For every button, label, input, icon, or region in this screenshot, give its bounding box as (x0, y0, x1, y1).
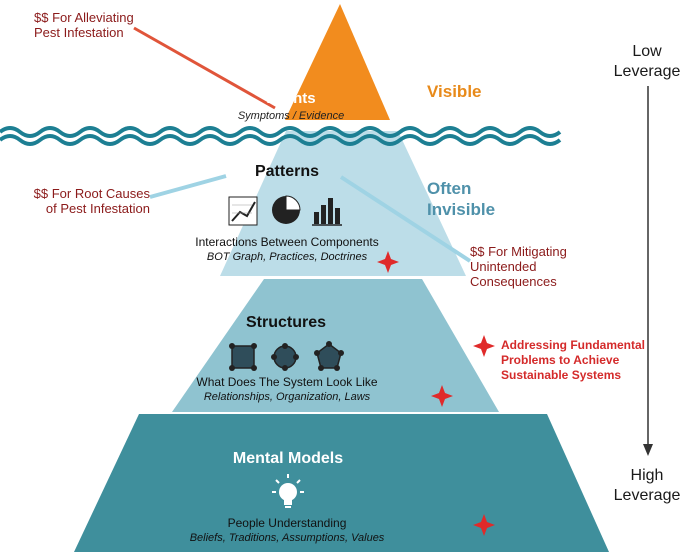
red-cross-marker-icon (377, 251, 399, 273)
structures-line1: What Does The System Look Like (196, 375, 378, 389)
low-label: Low (632, 43, 662, 60)
mental-models-line1: People Understanding (227, 516, 347, 530)
bar-chart-icon (312, 198, 342, 226)
red-cross-marker-icon (473, 514, 495, 536)
structures-line2: Relationships, Organization, Laws (203, 391, 371, 403)
visible-label: Visible (427, 82, 482, 101)
alleviating-connector (133, 26, 276, 110)
pentagon-network-icon (314, 341, 344, 371)
light-bulb-icon (272, 474, 304, 508)
patterns-title: Patterns (254, 163, 320, 180)
alleviating-annotation: $$ For Alleviating Pest Infestation (34, 10, 134, 40)
addressing-annotation: Addressing Fundamental Problems to Achie… (501, 338, 646, 382)
wave-line-top (0, 126, 562, 138)
low-leverage-label: Leverage (613, 63, 681, 80)
mitigating-annotation: $$ For Mitigating Unintended Consequence… (470, 244, 567, 289)
events-title: Events (266, 90, 316, 107)
root-causes-annotation: $$ For Root Causes of Pest Infestation (33, 186, 150, 216)
structures-level (172, 279, 499, 412)
root-causes-connector (149, 174, 227, 199)
patterns-level (220, 131, 466, 276)
line-chart-icon (228, 196, 258, 226)
circle-network-icon (271, 343, 299, 371)
red-cross-marker-icon (431, 385, 453, 407)
high-label: High (630, 467, 664, 484)
events-level (285, 4, 390, 120)
lightning-bolt-icon (283, 60, 296, 90)
patterns-line2: BOT Graph, Practices, Doctrines (206, 251, 368, 263)
mitigating-connector (339, 175, 472, 263)
leverage-arrow-head (643, 444, 653, 456)
events-subtitle: Symptoms / Evidence (237, 110, 345, 122)
pie-chart-icon (272, 195, 301, 224)
red-cross-marker-icon (473, 335, 495, 357)
wave-line-bottom (0, 134, 562, 146)
square-network-icon (229, 343, 257, 371)
patterns-line1: Interactions Between Components (195, 235, 379, 249)
high-leverage-label: Leverage (613, 487, 681, 504)
invisible-label: Invisible (427, 200, 496, 219)
structures-title: Structures (245, 314, 327, 331)
mental-models-line2: Beliefs, Traditions, Assumptions, Values (189, 532, 385, 544)
mental-models-title: Mental Models (232, 450, 344, 467)
often-label: Often (427, 179, 472, 198)
mental-models-level (74, 414, 609, 552)
